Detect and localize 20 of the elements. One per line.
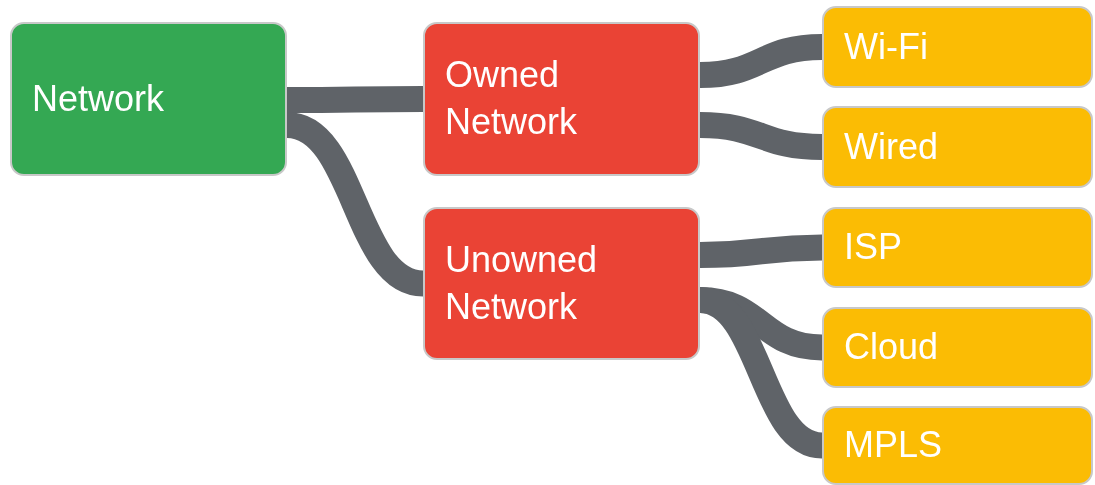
connector [699,34,823,88]
node-label: Wired [844,124,938,169]
leaf-box [822,6,1093,88]
node-label: Network [32,76,165,121]
root-box [10,22,287,176]
node-label: Owned Network [445,53,579,144]
category-box [423,22,700,176]
connector [699,112,823,160]
connector [699,234,823,268]
leaf-box [822,106,1093,188]
node-label: MPLS [844,423,943,468]
node-label: Cloud [844,325,939,370]
category-box [423,207,700,360]
connector [287,86,423,113]
leaf-box [822,406,1093,485]
node-label: Wi-Fi [844,24,928,69]
leaf-box [822,207,1093,288]
node-label: Unowned Network [445,237,599,329]
node-label: ISP [844,225,903,270]
leaf-box [822,307,1093,388]
